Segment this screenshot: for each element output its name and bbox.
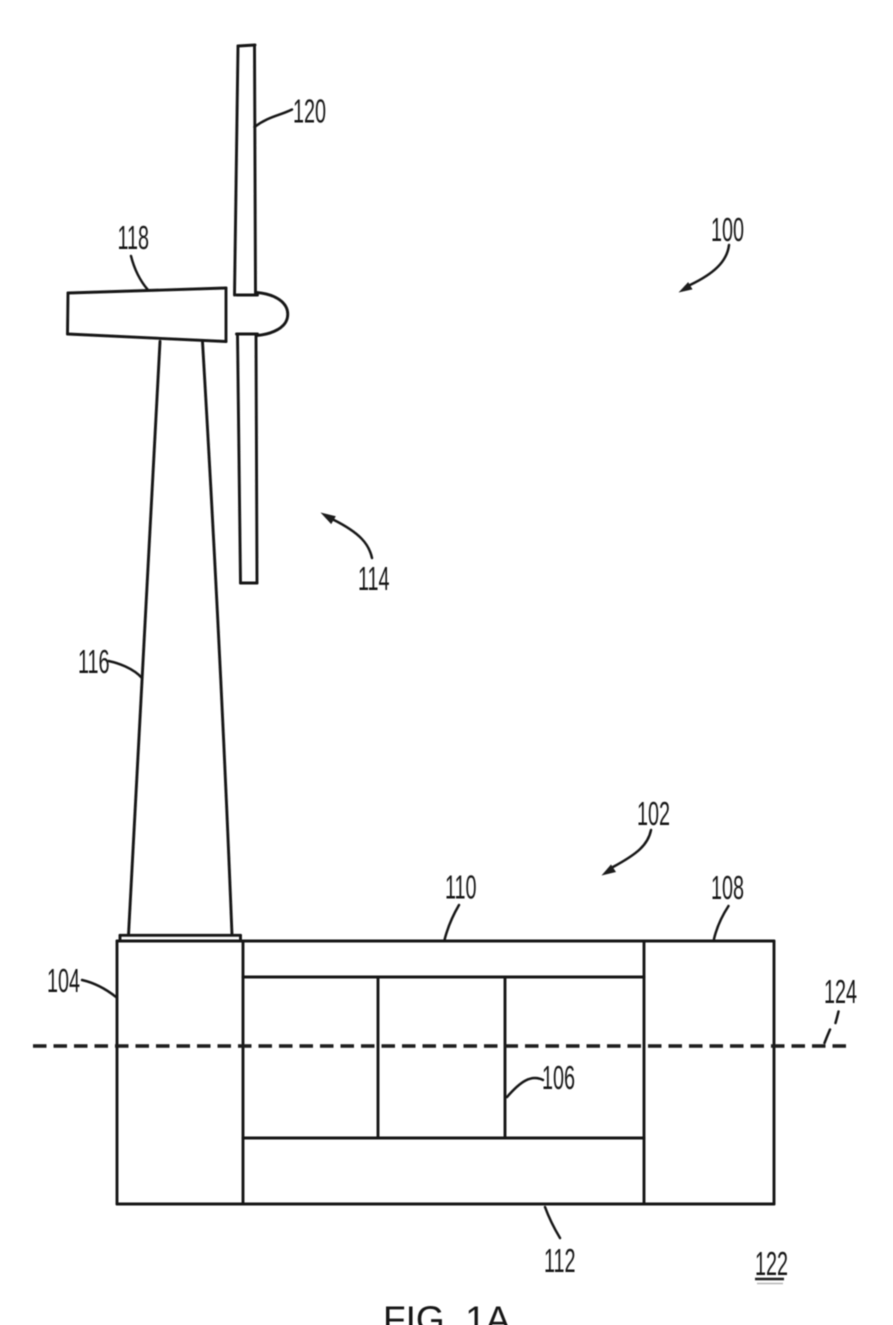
svg-text:114: 114 (358, 560, 390, 598)
svg-text:116: 116 (78, 643, 110, 681)
svg-text:108: 108 (711, 869, 744, 907)
svg-text:122: 122 (755, 1245, 788, 1283)
svg-text:FIG. 1A: FIG. 1A (383, 1299, 511, 1325)
svg-text:110: 110 (445, 868, 477, 906)
svg-text:124: 124 (824, 973, 857, 1011)
svg-text:118: 118 (118, 219, 150, 257)
svg-text:106: 106 (542, 1059, 575, 1097)
svg-text:104: 104 (47, 962, 80, 1000)
svg-text:102: 102 (637, 795, 670, 833)
svg-text:112: 112 (544, 1242, 576, 1280)
svg-text:100: 100 (711, 211, 744, 249)
svg-text:120: 120 (293, 92, 326, 130)
